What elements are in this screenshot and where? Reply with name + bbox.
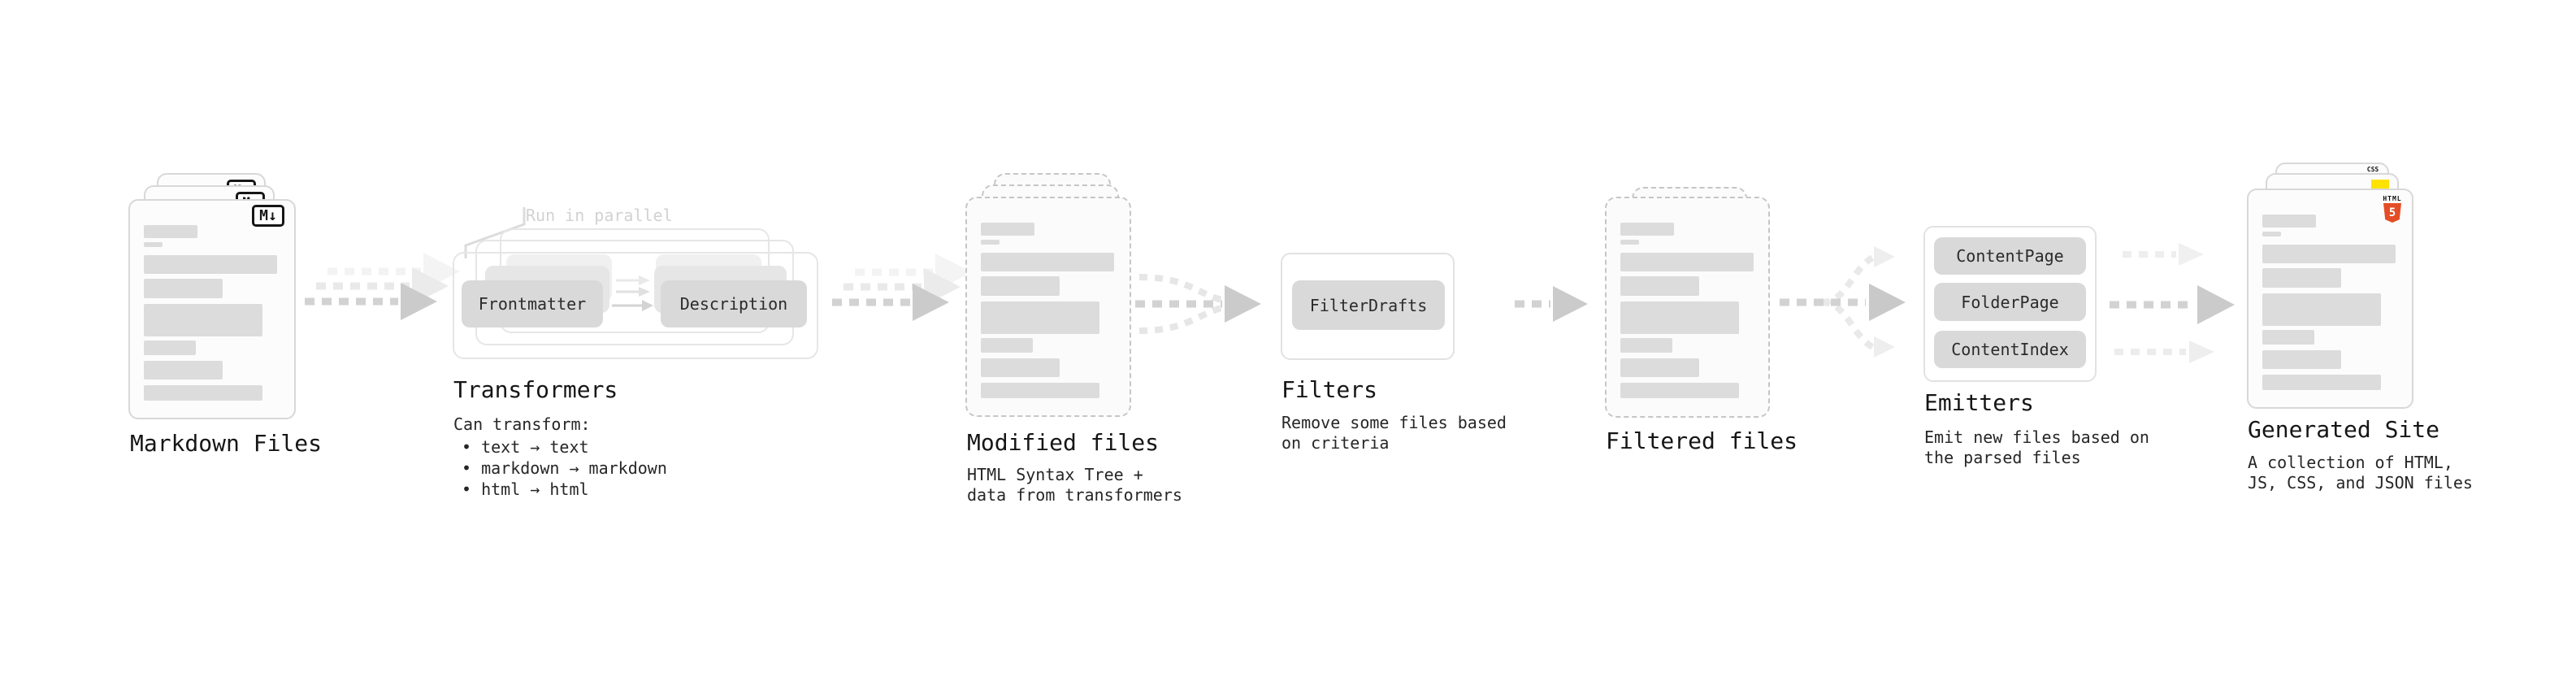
text-line-bar [981,301,1099,334]
markdown-badge: M↓ [252,205,284,227]
text-line-bar [2262,375,2381,390]
text-line-bar [144,361,223,380]
text-line-bar [981,383,1099,398]
arrow-transformers-to-modified [832,254,972,321]
text-line-bar [144,225,197,238]
text-line-bar [1620,338,1672,353]
text-line-bar [2262,350,2341,369]
text-line-bar [2262,293,2381,326]
run-in-parallel-annotation: Run in parallel [526,206,673,225]
text-line-bar [2262,245,2396,263]
filter-node-filterdrafts: FilterDrafts [1292,280,1445,330]
text-line-bar [144,279,223,298]
stage-subtitle-emitters: Emit new files based on the parsed files [1924,427,2149,467]
markdown-file-card: M↓ [128,199,296,419]
filtered-file-card [1605,197,1770,418]
generated-site-card: HTML 5 [2247,189,2413,409]
text-line-bar [981,338,1033,353]
text-line-bar [144,385,262,401]
transformer-node-frontmatter: Frontmatter [462,280,603,327]
stage-label-transformers: Transformers [453,376,618,403]
stage-subtitle-generated-site: A collection of HTML, JS, CSS, and JSON … [2248,453,2473,492]
stage-label-emitters: Emitters [1924,389,2034,416]
emitter-node-contentpage: ContentPage [1934,237,2086,275]
stage-label-modified-files: Modified files [967,429,1160,456]
stage-label-markdown-files: Markdown Files [130,430,323,457]
arrow-markdown-to-transformers [305,253,460,320]
stage-label-filtered-files: Filtered files [1606,427,1798,454]
html5-icon: HTML 5 [2383,195,2402,223]
transformer-inner-arrows [612,275,653,311]
text-line-bar [981,358,1060,377]
emitter-node-contentindex: ContentIndex [1934,331,2086,368]
arrow-emitters-to-site [2110,243,2235,363]
transformers-bullet: • text → text [462,437,589,457]
text-line-bar [981,240,1000,245]
transformers-note-title: Can transform: [453,414,591,434]
transformers-bullet: • html → html [462,479,589,499]
text-line-bar [1620,240,1639,245]
emitter-node-folderpage: FolderPage [1934,283,2086,321]
text-line-bar [2262,232,2281,236]
emitters-container [1923,226,2097,382]
text-line-bar [1620,223,1674,236]
text-line-bar [1620,253,1754,271]
stage-label-generated-site: Generated Site [2248,416,2440,443]
transformer-layer-front [453,252,818,359]
modified-file-card [965,197,1131,417]
text-line-bar [1620,358,1699,377]
transformers-bullet: • markdown → markdown [462,458,667,478]
text-line-bar [2262,330,2314,345]
stage-label-filters: Filters [1281,376,1378,403]
text-line-bar [2262,268,2341,288]
arrow-filters-to-filtered [1515,286,1588,322]
text-line-bar [981,223,1034,236]
text-line-bar [144,255,277,274]
arrow-modified-to-filters [1135,274,1261,334]
stage-subtitle-filters: Remove some files based on criteria [1281,413,1507,453]
arrow-filtered-to-emitters [1780,246,1906,358]
js-badge [2371,180,2389,189]
text-line-bar [2262,215,2316,228]
transformer-node-description: Description [661,280,807,327]
text-line-bar [144,242,163,247]
text-line-bar [981,276,1060,296]
text-line-bar [1620,301,1739,334]
text-line-bar [1620,276,1699,296]
text-line-bar [981,253,1114,271]
filters-container [1281,253,1455,360]
text-line-bar [144,340,196,355]
text-line-bar [144,304,262,336]
stage-subtitle-modified-files: HTML Syntax Tree + data from transformer… [967,465,1182,505]
text-line-bar [1620,383,1739,398]
